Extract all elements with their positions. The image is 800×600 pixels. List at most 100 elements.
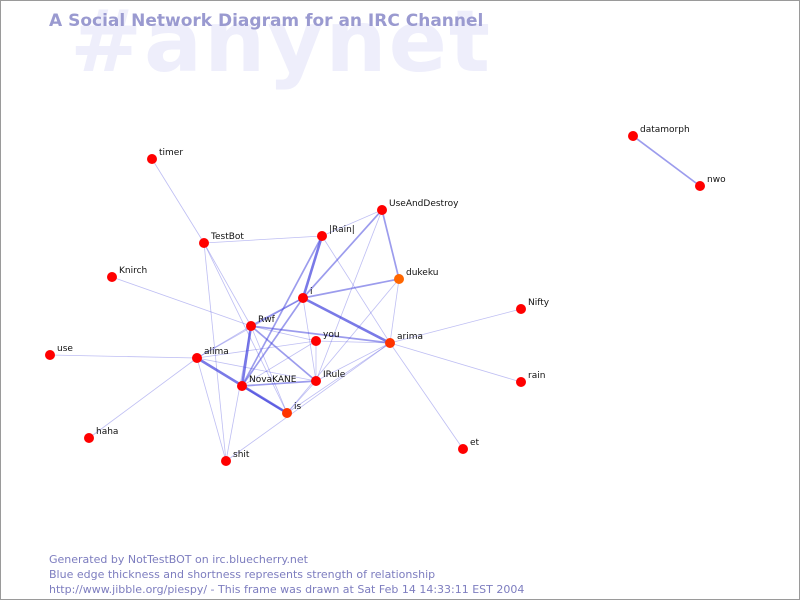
edge-NovaKANE-you	[241, 340, 317, 387]
edge-Knirch-Rwf	[111, 276, 252, 327]
node-label-IRule: IRule	[323, 370, 346, 380]
node-dot-timer	[147, 154, 157, 164]
node-label-you: you	[323, 330, 340, 340]
edge-use-alima	[49, 354, 198, 359]
edge-i-IRule	[302, 297, 317, 382]
footer: Generated by NotTestBOT on irc.bluecherr…	[49, 552, 524, 597]
node-dot-haha	[84, 433, 94, 443]
node-NovaKANE: NovaKANE	[237, 375, 297, 391]
edge-i-arima	[302, 296, 391, 345]
node-dot-dukeku	[394, 274, 404, 284]
diagram-title: A Social Network Diagram for an IRC Chan…	[49, 11, 484, 31]
node-dukeku: dukeku	[394, 268, 438, 284]
node-dot-Rain	[317, 231, 327, 241]
node-i: i	[298, 287, 313, 303]
node-is: is	[282, 402, 302, 418]
node-label-Knirch: Knirch	[119, 266, 147, 276]
node-timer: timer	[147, 148, 183, 164]
node-haha: haha	[84, 427, 118, 443]
edge-i-Rain	[301, 235, 324, 299]
node-rain: rain	[516, 371, 545, 387]
node-label-et: et	[470, 438, 480, 448]
channel-watermark: #anynet	[70, 0, 493, 92]
node-dot-alima	[192, 353, 202, 363]
edges-layer	[49, 135, 701, 462]
edge-alima-IRule	[196, 357, 317, 382]
node-dot-you	[311, 336, 321, 346]
node-label-haha: haha	[96, 427, 118, 437]
node-label-alima: alima	[204, 347, 229, 357]
node-label-is: is	[294, 402, 302, 412]
edge-Rwf-shit	[225, 325, 252, 462]
node-you: you	[311, 330, 340, 346]
node-et: et	[458, 438, 480, 454]
edge-arima-rain	[389, 342, 522, 383]
node-dot-datamorph	[628, 131, 638, 141]
edge-dukeku-arima	[389, 278, 400, 344]
edge-NovaKANE-is	[241, 385, 288, 414]
node-dot-Nifty	[516, 304, 526, 314]
node-label-i: i	[310, 287, 313, 297]
node-Knirch: Knirch	[107, 266, 147, 282]
footer-generated-by: Generated by NotTestBOT on irc.bluecherr…	[49, 553, 308, 566]
edge-IRule-is	[286, 380, 317, 414]
edge-Rain-UseAndDestroy	[321, 209, 383, 237]
edge-alima-Rwf	[196, 325, 252, 359]
node-shit: shit	[221, 450, 250, 466]
edge-arima-et	[389, 342, 464, 450]
node-Rwf: Rwf	[246, 315, 276, 331]
edge-NovaKANE-Rain	[241, 235, 323, 387]
footer-legend-note: Blue edge thickness and shortness repres…	[49, 568, 436, 581]
node-label-Rwf: Rwf	[258, 315, 276, 325]
node-dot-i	[298, 293, 308, 303]
node-label-datamorph: datamorph	[640, 125, 690, 135]
edge-i-UseAndDestroy	[302, 209, 383, 299]
node-IRule: IRule	[311, 370, 346, 386]
node-label-timer: timer	[159, 148, 183, 158]
node-label-shit: shit	[233, 450, 250, 460]
node-label-Nifty: Nifty	[528, 298, 550, 308]
edge-dukeku-is	[286, 278, 400, 414]
edge-datamorph-nwo	[632, 135, 701, 187]
edge-arima-IRule	[315, 342, 391, 382]
node-label-arima: arima	[397, 332, 423, 342]
edge-UseAndDestroy-dukeku	[381, 209, 400, 280]
node-datamorph: datamorph	[628, 125, 690, 141]
node-dot-et	[458, 444, 468, 454]
node-dot-arima	[385, 338, 395, 348]
edge-alima-shit	[196, 357, 227, 462]
edge-haha-alima	[88, 357, 198, 439]
node-label-TestBot: TestBot	[210, 232, 244, 242]
node-label-nwo: nwo	[707, 175, 726, 185]
node-use: use	[45, 344, 73, 360]
edge-Rwf-is	[250, 325, 288, 414]
edge-arima-Nifty	[389, 308, 522, 344]
edge-Rwf-you	[250, 325, 317, 342]
node-dot-IRule	[311, 376, 321, 386]
edge-Rwf-i	[250, 297, 304, 327]
edge-NovaKANE-i	[241, 297, 304, 387]
node-alima: alima	[192, 347, 229, 363]
node-dot-is	[282, 408, 292, 418]
edge-TestBot-shit	[203, 242, 227, 462]
edge-timer-TestBot	[151, 158, 205, 244]
node-arima: arima	[385, 332, 423, 348]
node-dot-Rwf	[246, 321, 256, 331]
edge-Rwf-arima	[250, 325, 391, 344]
edge-UseAndDestroy-IRule	[315, 209, 383, 382]
footer-frame-info: http://www.jibble.org/piespy/ - This fra…	[49, 583, 525, 596]
node-dot-TestBot	[199, 238, 209, 248]
edge-TestBot-Rwf	[203, 242, 252, 327]
node-dot-use	[45, 350, 55, 360]
node-Nifty: Nifty	[516, 298, 550, 314]
edge-i-dukeku	[302, 278, 400, 299]
node-dot-UseAndDestroy	[377, 205, 387, 215]
node-label-UseAndDestroy: UseAndDestroy	[389, 199, 459, 209]
node-dot-NovaKANE	[237, 381, 247, 391]
edge-TestBot-Rain	[203, 235, 323, 244]
node-UseAndDestroy: UseAndDestroy	[377, 199, 459, 215]
node-dot-rain	[516, 377, 526, 387]
edge-you-arima	[315, 340, 391, 344]
